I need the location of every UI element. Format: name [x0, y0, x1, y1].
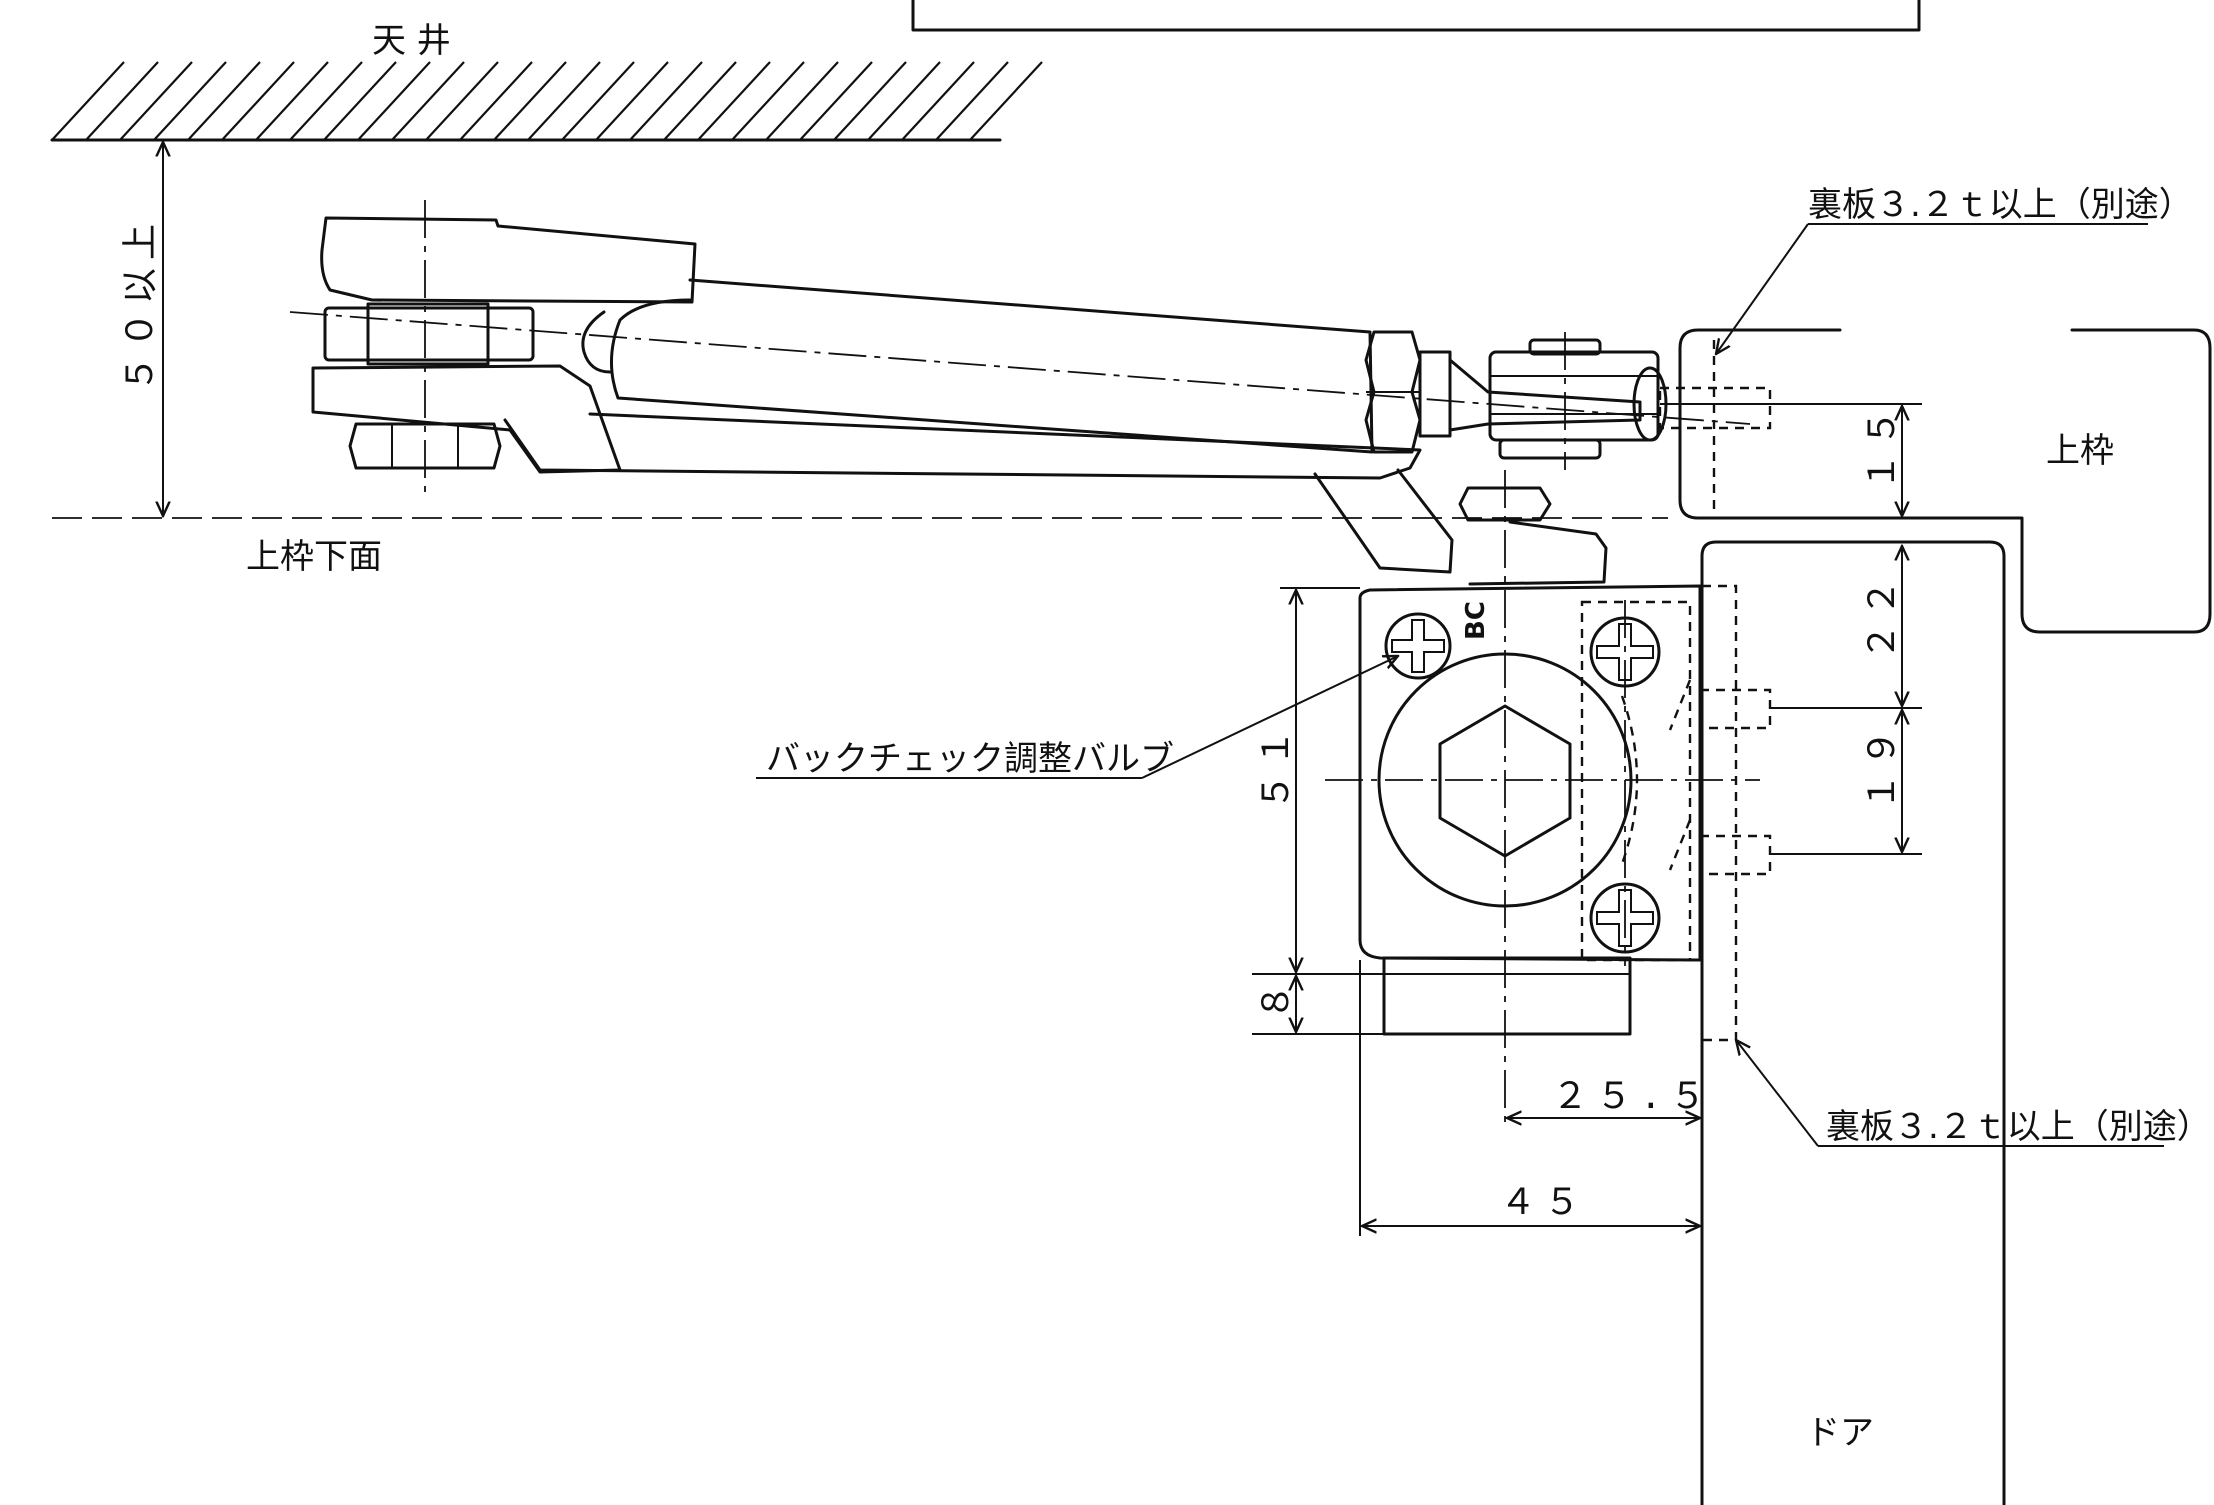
backplate-bottom-hidden	[1702, 584, 1738, 1042]
backplate-top-callout: 裏板３.２ｔ以上（別途）	[1716, 185, 2193, 354]
ceiling-hatch-line	[153, 61, 227, 141]
ceiling-hatch-line	[731, 61, 805, 141]
ceiling-hatch-line	[663, 61, 737, 141]
frame-label: 上枠	[2046, 431, 2114, 471]
valve-mark: BC	[1461, 601, 1491, 640]
door-label: ドア	[1806, 1413, 1874, 1453]
ceiling-hatch-line	[595, 61, 669, 141]
ceiling-hatch-line	[51, 61, 125, 141]
top-view-box	[911, 0, 1921, 32]
frame-offset-value: １５	[1862, 402, 1903, 490]
ceiling-hatch-line	[357, 61, 431, 141]
pivot-washer	[323, 306, 535, 362]
door: ドア	[1700, 540, 2006, 1505]
ceiling-hatch-line	[969, 61, 1043, 141]
ceiling-hatch-line	[629, 61, 703, 141]
frame-offset-dimension: １５	[1770, 402, 1922, 516]
ceiling-hatch-line	[935, 61, 1009, 141]
valve-label: バックチェック調整バルブ	[766, 739, 1174, 779]
ceiling-clearance-dimension: ５０以上	[120, 142, 163, 516]
arm-clamp	[320, 216, 697, 304]
upper-bolt-hidden	[1698, 688, 1772, 730]
ceiling-hatch-line	[799, 61, 873, 141]
body-depth-value: ４５	[1500, 1182, 1588, 1223]
arm-tube	[610, 278, 1374, 454]
ceiling-hatch-line	[425, 61, 499, 141]
ceiling-hatch-line	[493, 61, 567, 141]
bracket-fork	[1488, 350, 1660, 442]
screw-pitch-dimensions: ２２ １９	[1770, 546, 1922, 855]
ceiling-hatch-line	[561, 61, 635, 141]
spindle-nut	[1458, 486, 1552, 522]
ceiling-hatch-line	[459, 61, 533, 141]
connecting-link	[1313, 468, 1454, 574]
axis-to-door-value: ２５.５	[1552, 1076, 1714, 1117]
body-height-value: ５１	[1256, 722, 1297, 810]
body-height-dimensions: ５１ ８	[1252, 587, 1630, 1035]
screw-pitch-value: １９	[1862, 722, 1903, 810]
ceiling-hatch-line	[289, 61, 363, 141]
ceiling-hatch-line	[765, 61, 839, 141]
ceiling-hatch-line	[833, 61, 907, 141]
ceiling-hatch-line	[85, 61, 159, 141]
closer-body: BC	[1358, 584, 1772, 1036]
ceiling-hatch-line	[119, 61, 193, 141]
ceiling-hatch-line	[221, 61, 295, 141]
ceiling-label: 天 井	[372, 21, 451, 61]
ceiling-hatch-line	[901, 61, 975, 141]
main-arm-lower	[503, 412, 1422, 480]
backcheck-valve: BC	[1384, 601, 1491, 680]
arm-assembly	[311, 216, 1790, 586]
ceiling-hatch-line	[187, 61, 261, 141]
rod-collar	[1418, 350, 1452, 438]
ceiling-hatch-line	[527, 61, 601, 141]
arm-centerline	[289, 311, 1751, 425]
closer-base	[1382, 956, 1632, 1036]
base-height-value: ８	[1256, 976, 1297, 1020]
backplate-bottom-callout: 裏板３.２ｔ以上（別途）	[1736, 1040, 2211, 1147]
upper-frame: 上枠	[1678, 328, 2212, 634]
ceiling-hatch-line	[323, 61, 397, 141]
ceiling-hatch-line	[697, 61, 771, 141]
ceiling-hatch-line	[867, 61, 941, 141]
backplate-top-label: 裏板３.２ｔ以上（別途）	[1808, 185, 2193, 225]
ceiling: 天 井	[50, 21, 1043, 142]
main-arm-base	[311, 364, 622, 474]
ceiling-clearance-value: ５０以上	[120, 216, 161, 392]
left-nut	[348, 422, 502, 470]
arm-tube-end	[581, 310, 612, 374]
tie-rod	[1448, 358, 1642, 432]
valve-callout: バックチェック調整バルブ	[756, 656, 1398, 779]
pivot-collar	[366, 302, 490, 366]
depth-dimensions: ２５.５ ４５	[1359, 960, 1714, 1236]
mounting-plate-hidden	[1580, 600, 1692, 962]
frame-underside-label: 上枠下面	[246, 537, 382, 577]
upper-pitch-value: ２２	[1862, 572, 1903, 660]
ceiling-hatch-line	[391, 61, 465, 141]
rod-hex-nut	[1364, 330, 1422, 454]
backplate-bottom-label: 裏板３.２ｔ以上（別途）	[1826, 1107, 2211, 1147]
ceiling-hatch-line	[255, 61, 329, 141]
